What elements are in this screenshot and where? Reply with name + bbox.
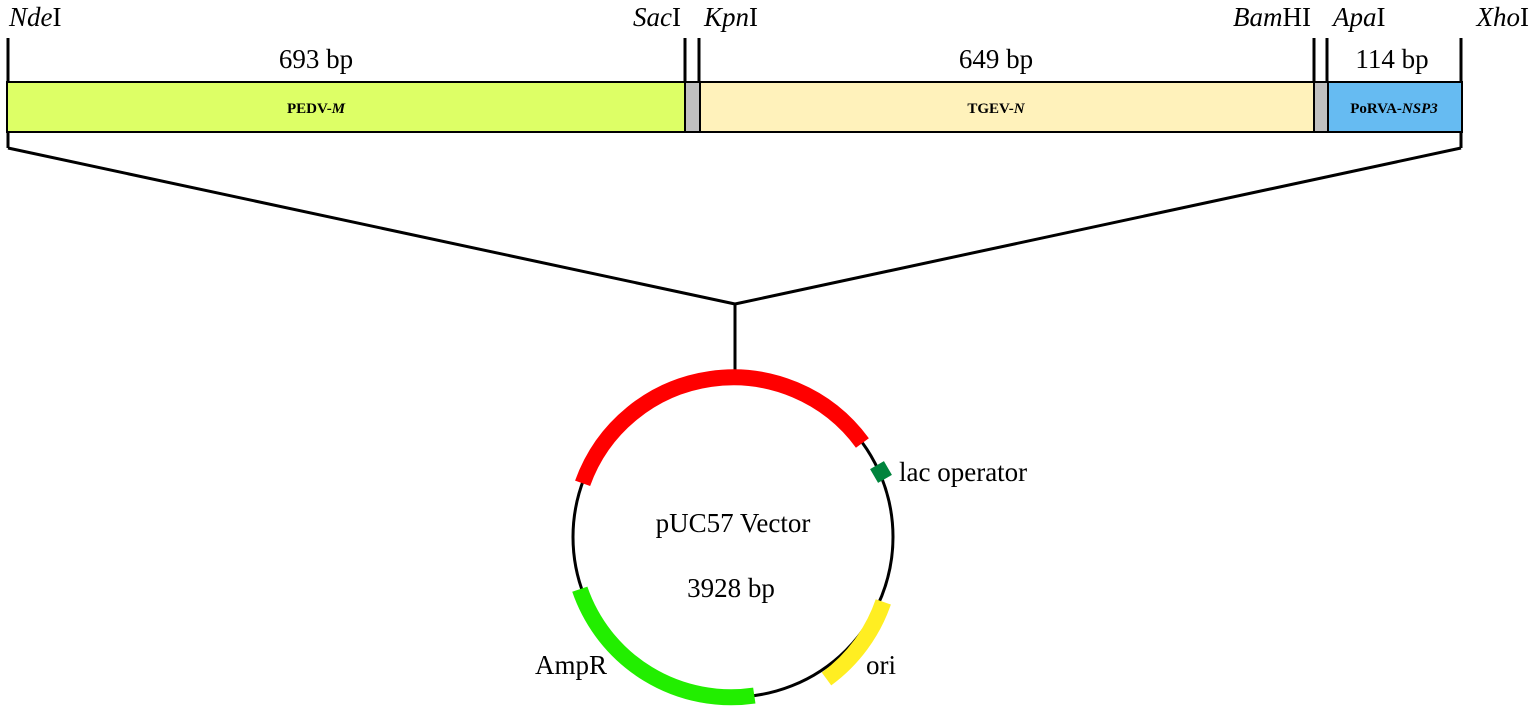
site-label-apai: ApaI bbox=[1331, 2, 1386, 32]
plasmid-size: 3928 bp bbox=[687, 573, 775, 603]
lac-operator-marker bbox=[870, 461, 892, 483]
site-label-bamhi: BamHI bbox=[1233, 2, 1311, 32]
restriction-site-ticks bbox=[6, 38, 1463, 82]
site-label-ndei: NdeI bbox=[8, 2, 62, 32]
site-label-kpni: KpnI bbox=[703, 2, 758, 32]
segment-size-porva-nsp3: 114 bp bbox=[1355, 44, 1428, 74]
plasmid-insert-arc bbox=[575, 369, 869, 487]
linker-sac-kpn bbox=[684, 81, 701, 133]
ampr-label: AmpR bbox=[535, 650, 607, 680]
insert-bracket bbox=[6, 132, 1463, 372]
lac-operator-label: lac operator bbox=[899, 457, 1027, 487]
segment-bar-porva-nsp3 bbox=[1327, 81, 1463, 133]
linker-bam-apa bbox=[1313, 81, 1329, 133]
plasmid-ampr-arc bbox=[572, 586, 756, 706]
ori-label: ori bbox=[866, 650, 896, 680]
segment-size-tgev-n: 649 bp bbox=[959, 44, 1033, 74]
segment-bar-tgev-n bbox=[699, 81, 1315, 133]
plasmid-name: pUC57 Vector bbox=[656, 508, 811, 538]
segment-label-pedv-m: PEDV-M bbox=[287, 101, 346, 117]
site-label-xhoi: XhoI bbox=[1476, 2, 1530, 32]
segment-label-tgev-n: TGEV-N bbox=[967, 101, 1025, 117]
segment-size-pedv-m: 693 bp bbox=[279, 44, 353, 74]
segment-label-porva-nsp3: PoRVA-NSP3 bbox=[1350, 101, 1438, 117]
plasmid-ori-arc bbox=[821, 599, 891, 686]
site-label-saci: SacI bbox=[633, 2, 681, 32]
segment-bar-pedv-m bbox=[6, 81, 686, 133]
